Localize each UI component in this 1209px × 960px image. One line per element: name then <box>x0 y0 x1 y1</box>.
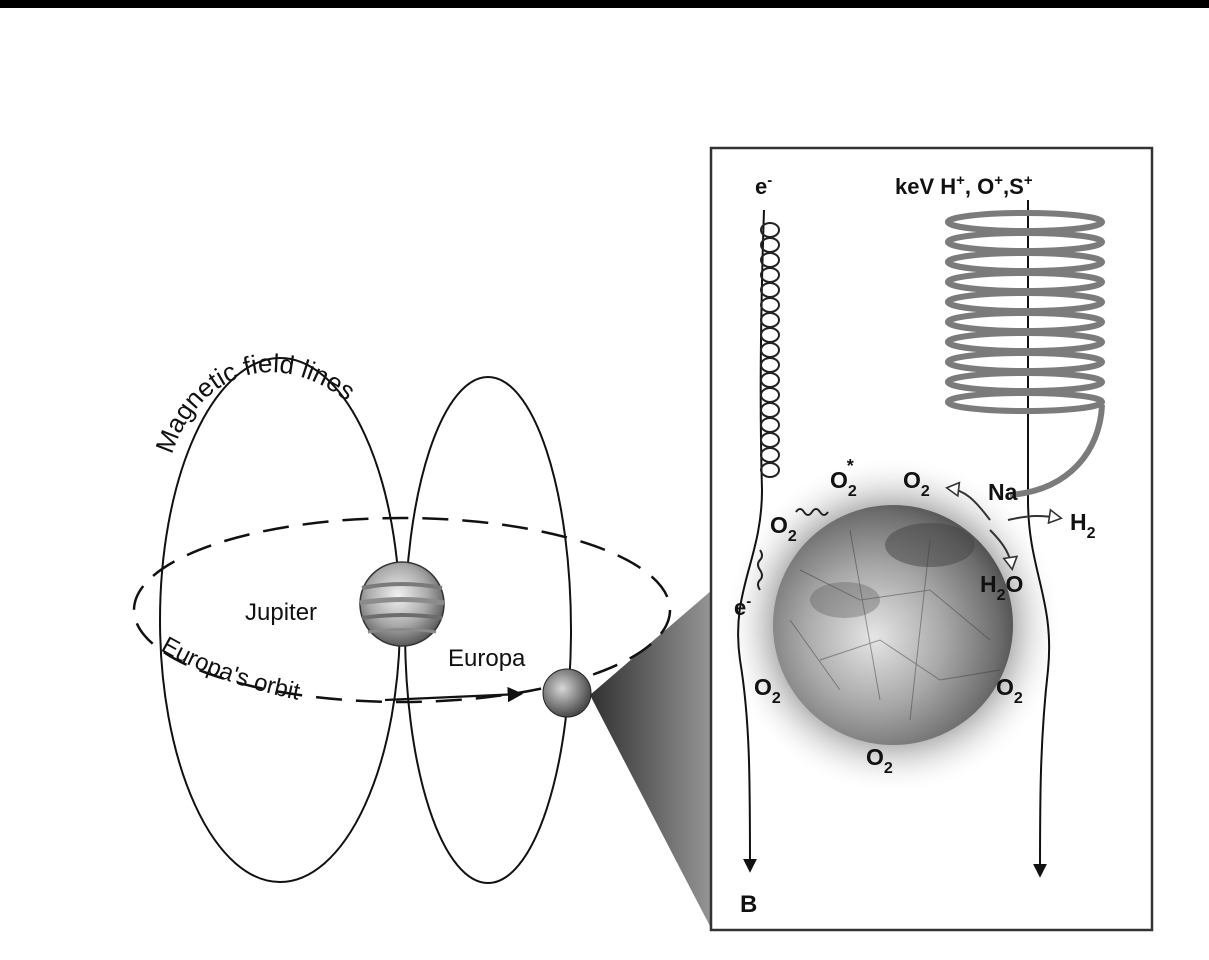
magnetic-field-b-label: B <box>740 891 757 918</box>
top-border-bar <box>0 0 1209 8</box>
europas-orbit-label: Europa's orbit <box>157 632 303 706</box>
zoom-funnel <box>590 590 712 930</box>
sodium-label: Na <box>988 479 1018 505</box>
europa-label: Europa <box>448 645 526 672</box>
jupiter <box>360 562 444 646</box>
europa-small <box>543 669 591 717</box>
jupiter-label: Jupiter <box>245 599 317 626</box>
magnetic-field-lines-label: Magnetic field lines <box>149 348 361 457</box>
